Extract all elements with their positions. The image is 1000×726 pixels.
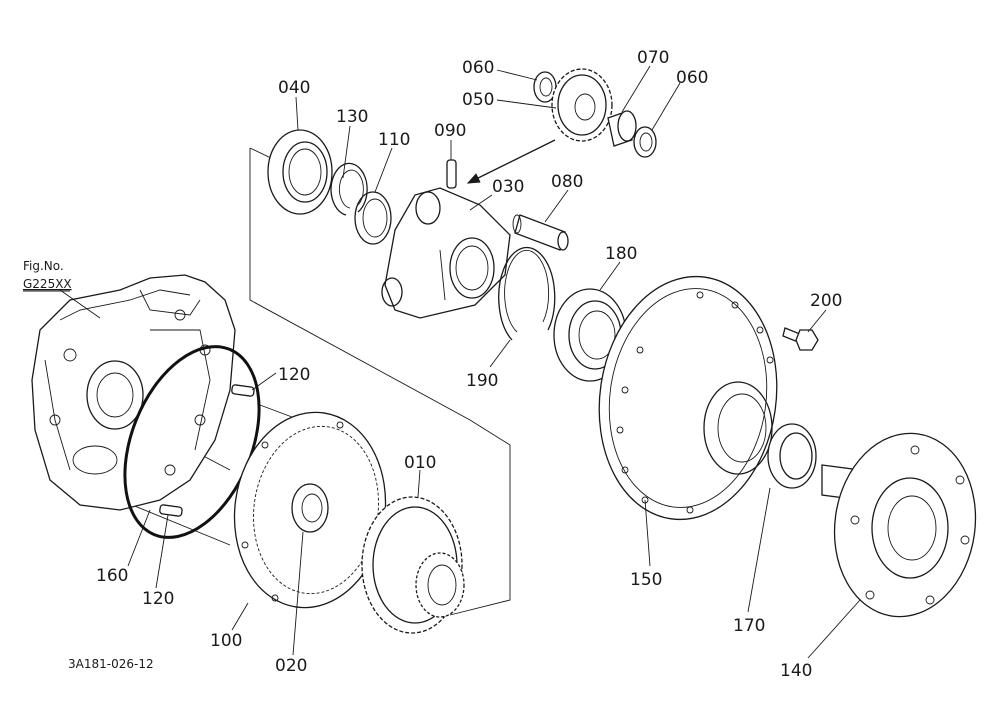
snap-ring-190 bbox=[498, 246, 556, 341]
axle-housing-150 bbox=[598, 275, 778, 521]
part-label-060b: 060 bbox=[676, 68, 708, 88]
part-label-100: 100 bbox=[210, 631, 242, 651]
drawing-code: 3A181-026-12 bbox=[68, 657, 154, 671]
axle-flange-140 bbox=[821, 432, 977, 618]
bolt-200 bbox=[782, 327, 819, 351]
part-label-030: 030 bbox=[492, 177, 524, 197]
pin-090 bbox=[446, 150, 457, 189]
part-label-080: 080 bbox=[551, 172, 583, 192]
part-label-120b: 120 bbox=[142, 589, 174, 609]
assembly-arrow bbox=[466, 139, 556, 184]
part-label-130: 130 bbox=[336, 107, 368, 127]
part-label-200: 200 bbox=[810, 291, 842, 311]
part-label-060a: 060 bbox=[462, 58, 494, 78]
bearing-020 bbox=[291, 483, 329, 533]
thrust-washer-060b bbox=[633, 126, 657, 158]
ring-110 bbox=[354, 191, 392, 245]
shaft-080 bbox=[512, 214, 569, 251]
snap-ring-130 bbox=[330, 162, 368, 216]
fig-no-label: Fig.No. bbox=[23, 259, 64, 273]
part-label-120a: 120 bbox=[278, 365, 310, 385]
part-label-180: 180 bbox=[605, 244, 637, 264]
part-label-170: 170 bbox=[733, 616, 765, 636]
leader-lines bbox=[59, 65, 861, 659]
part-label-140: 140 bbox=[780, 661, 812, 681]
part-label-010: 010 bbox=[404, 453, 436, 473]
planet-carrier-030 bbox=[381, 187, 511, 319]
part-label-190: 190 bbox=[466, 371, 498, 391]
needle-bearing-070 bbox=[607, 110, 637, 147]
part-label-150: 150 bbox=[630, 570, 662, 590]
part-label-070: 070 bbox=[637, 48, 669, 68]
part-label-020: 020 bbox=[275, 656, 307, 676]
transmission-housing bbox=[31, 274, 261, 539]
part-label-090: 090 bbox=[434, 121, 466, 141]
planet-gear-050 bbox=[551, 68, 613, 142]
sun-gear-010 bbox=[361, 496, 465, 634]
flange-bolt-holes bbox=[616, 291, 774, 514]
part-label-050: 050 bbox=[462, 90, 494, 110]
part-label-040: 040 bbox=[278, 78, 310, 98]
oil-seal-040 bbox=[267, 129, 333, 215]
part-label-160: 160 bbox=[96, 566, 128, 586]
oil-seal-170 bbox=[767, 423, 817, 489]
part-label-110: 110 bbox=[378, 130, 410, 150]
fig-no-value: G225XX bbox=[23, 277, 72, 291]
